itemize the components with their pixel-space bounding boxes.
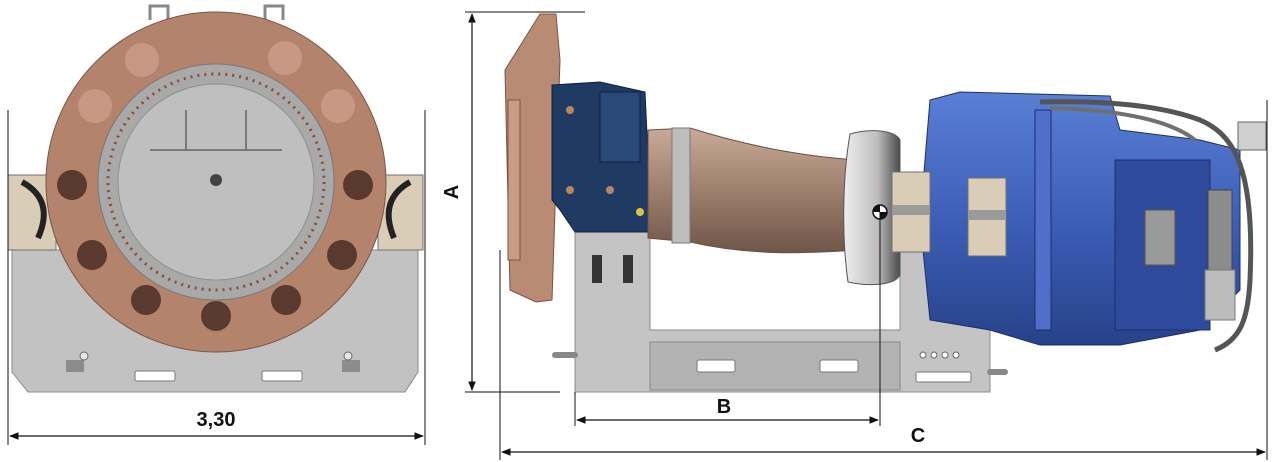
- side-bearing-bolt-1: [566, 106, 574, 114]
- side-bearing-bolt-4: [636, 208, 644, 216]
- front-base-slot-left: [134, 370, 176, 382]
- front-width-label: 3,30: [197, 409, 236, 431]
- front-base-foot-left: [66, 360, 84, 372]
- front-lifting-eye-right: [263, 4, 285, 20]
- side-gearbox-side-plate: [1204, 269, 1236, 321]
- side-torque-support-band-rear: [968, 210, 1006, 220]
- front-flange-hole-11: [271, 285, 301, 315]
- side-bearing-cap: [599, 91, 641, 163]
- side-gearbox-filter: [1207, 189, 1233, 271]
- side-bearing-bolt-3: [606, 186, 614, 194]
- side-frame-hole-4: [952, 351, 960, 359]
- front-flange-hole-10: [201, 301, 231, 331]
- side-hub-flange-lip: [507, 99, 521, 261]
- side-gearbox-ring: [1034, 109, 1052, 331]
- front-flange-hole-9: [131, 285, 161, 315]
- dim-c-label: C: [911, 425, 925, 447]
- side-frame-beam: [649, 341, 901, 391]
- front-base-slot-right: [261, 370, 303, 382]
- side-frame-slot-3: [915, 371, 972, 383]
- front-hub-bracket: [150, 110, 282, 151]
- front-flange-hole-2: [125, 43, 159, 77]
- side-frame-slot-1: [696, 359, 736, 373]
- side-gearbox-hose: [1039, 99, 1254, 353]
- side-gearbox-pump: [1144, 209, 1176, 266]
- side-brake-disc: [843, 130, 901, 286]
- front-flange-hole-8: [327, 240, 357, 270]
- side-gearbox-junction-box: [1237, 121, 1267, 151]
- side-shaft-collar: [671, 127, 691, 244]
- side-bearing-bolt-2: [566, 186, 574, 194]
- side-view: A B C: [441, 11, 1268, 460]
- front-view: 3,30: [7, 4, 426, 445]
- front-side-bearing-left-clamp: [20, 179, 47, 240]
- front-bolt-circle: [106, 72, 326, 292]
- front-hub-center: [210, 174, 222, 186]
- side-gearbox-hose-2: [1049, 106, 1197, 142]
- side-frame-window-1: [592, 255, 602, 283]
- front-flange-hole-3: [268, 41, 302, 75]
- dim-a-label: A: [441, 185, 463, 199]
- dim-b-label: B: [717, 396, 731, 418]
- front-flange-hole-7: [77, 240, 107, 270]
- side-frame-hole-3: [941, 351, 949, 359]
- front-flange-hole-6: [343, 170, 373, 200]
- front-side-bearing-right-clamp: [385, 179, 412, 240]
- front-base-bolt-left: [79, 351, 89, 361]
- side-cog-quadrants: [873, 205, 887, 219]
- side-torque-support-band-front: [892, 205, 930, 215]
- front-flange-hole-1: [78, 89, 112, 123]
- side-frame-window-2: [623, 255, 633, 283]
- side-frame-hole-2: [930, 351, 938, 359]
- front-lifting-eye-left: [148, 4, 170, 20]
- front-base-bolt-right: [343, 351, 353, 361]
- side-frame-slot-2: [819, 359, 859, 373]
- front-base-foot-right: [342, 360, 360, 372]
- front-flange-hole-5: [57, 170, 87, 200]
- side-frame-hole-1: [919, 351, 927, 359]
- front-flange-hole-4: [321, 89, 355, 123]
